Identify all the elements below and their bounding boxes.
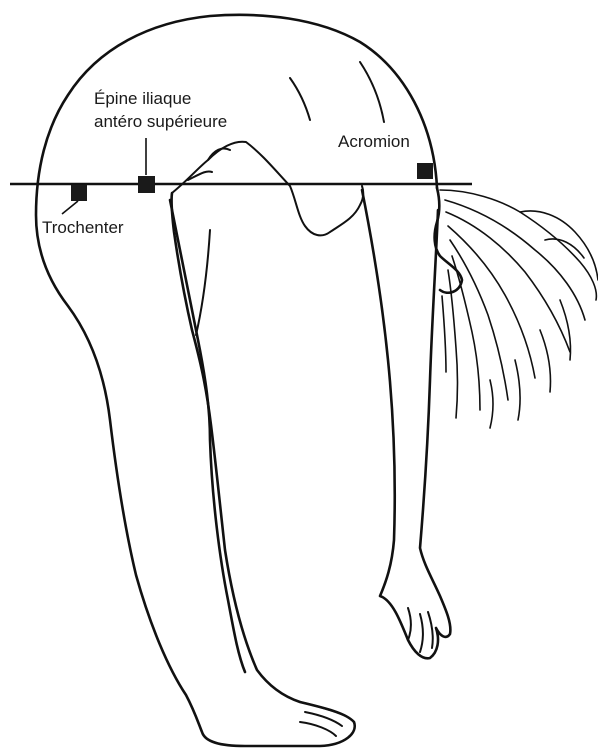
- acromion-marker: [417, 163, 433, 179]
- trochenter-label: Trochenter: [42, 218, 124, 237]
- trochenter-leader: [62, 201, 78, 214]
- trochenter-marker: [71, 185, 87, 201]
- epine-iliaque-label-line1: Épine iliaque: [94, 89, 191, 108]
- epine-iliaque-label-line2: antéro supérieure: [94, 112, 227, 131]
- groin-detail: [188, 148, 230, 180]
- shoulder-blade-detail: [290, 62, 384, 122]
- epine-iliaque-marker: [138, 176, 155, 193]
- hair: [440, 190, 598, 428]
- abdomen-outline: [172, 142, 363, 236]
- arm-outline: [362, 190, 450, 658]
- toes-detail: [300, 702, 346, 736]
- acromion-label: Acromion: [338, 132, 410, 151]
- inner-leg-outline: [196, 230, 210, 335]
